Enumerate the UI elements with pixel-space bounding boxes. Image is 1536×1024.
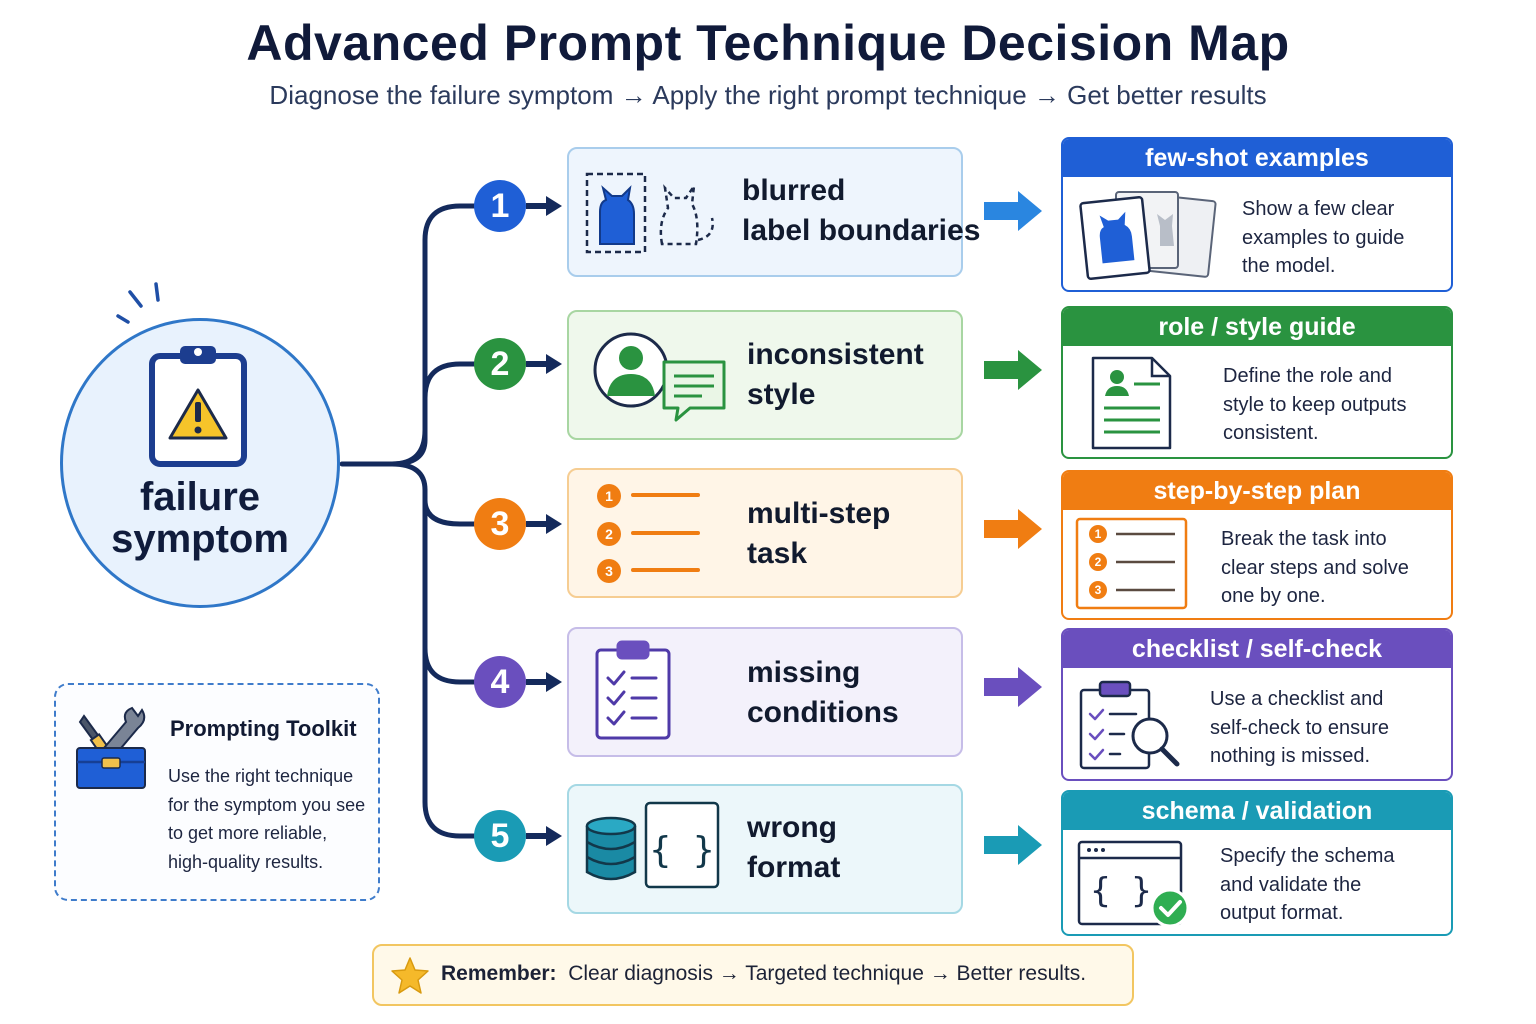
root-line-1: failure (139, 475, 261, 519)
profile-document-icon (1091, 356, 1172, 450)
desc-5-line-2: and validate the (1220, 873, 1362, 896)
svg-text:{ }: { } (649, 830, 714, 871)
toolbox-icon (76, 706, 146, 789)
code-window-check-icon: { } (1077, 840, 1190, 928)
desc-1-line-1: Show a few clear (1242, 198, 1395, 220)
technique-desc-1: Show a few clear examples to guide the m… (1242, 195, 1404, 281)
database-braces-icon: { } (585, 801, 720, 889)
arrow-3 (984, 509, 1042, 549)
desc-4-line-1: Use a checklist and (1210, 688, 1384, 710)
technique-title-3: step-by-step plan (1063, 472, 1451, 510)
technique-desc-2: Define the role and style to keep output… (1223, 362, 1406, 448)
symptom-label-4: missing conditions (747, 653, 899, 733)
badge-2: 2 (474, 338, 526, 390)
desc-5-line-1: Specify the schema (1220, 845, 1395, 867)
example-cards-icon (1079, 191, 1217, 280)
root-line-2: symptom (111, 517, 289, 561)
technique-arrows (984, 191, 1042, 865)
toolkit-line-4: high-quality results. (168, 851, 324, 872)
toolkit-description: Use the right technique for the symptom … (168, 762, 378, 876)
clipboard-warning-icon (149, 346, 247, 467)
symptom-2-line-1: inconsistent (747, 338, 924, 371)
badge-1: 1 (474, 180, 526, 232)
symptom-card-3 (567, 468, 963, 598)
cat-boundary-icon (585, 172, 714, 254)
checklist-icon (595, 640, 671, 740)
user-chat-icon (593, 332, 726, 422)
numbered-plan-icon: 1 2 3 (1075, 517, 1188, 610)
desc-4-line-2: self-check to ensure (1210, 716, 1389, 739)
symptom-label-5: wrong format (747, 808, 840, 888)
technique-desc-4: Use a checklist and self-check to ensure… (1210, 685, 1389, 771)
desc-3-line-3: one by one. (1221, 585, 1326, 607)
svg-text:{ }: { } (1090, 871, 1151, 911)
toolkit-title: Prompting Toolkit (170, 716, 357, 741)
desc-4-line-3: nothing is missed. (1210, 745, 1371, 767)
page-subtitle: Diagnose the failure symptom → Apply the… (269, 80, 1267, 110)
badge-arrows (526, 196, 562, 846)
desc-3-line-1: Break the task into (1221, 528, 1387, 550)
symptom-1-line-1: blurred (742, 174, 846, 207)
symptom-4-line-2: conditions (747, 696, 899, 729)
arrow-2 (984, 350, 1042, 390)
svg-text:1: 1 (605, 488, 613, 504)
symptom-label-3: multi-step task (747, 494, 890, 574)
symptom-3-line-2: task (747, 537, 808, 570)
checklist-search-icon (1079, 680, 1180, 770)
remember-text: Remember: Clear diagnosis → Targeted tec… (441, 962, 1086, 986)
arrow-1 (984, 191, 1042, 231)
symptom-3-line-1: multi-step (747, 497, 891, 530)
badge-4: 4 (474, 656, 526, 708)
svg-text:3: 3 (605, 563, 613, 579)
desc-5-line-3: output format. (1220, 902, 1344, 924)
burst-lines (116, 282, 160, 324)
symptom-2-line-2: style (747, 378, 816, 411)
badge-5: 5 (474, 810, 526, 862)
remember-message: Clear diagnosis → Targeted technique → B… (568, 962, 1087, 985)
svg-text:2: 2 (605, 526, 613, 542)
tree-connectors (339, 203, 477, 839)
page-title: Advanced Prompt Technique Decision Map (246, 15, 1290, 71)
failure-symptom-label: failure symptom (60, 476, 340, 560)
prompting-toolkit-box (54, 683, 380, 901)
arrow-4 (984, 667, 1042, 707)
technique-title-1: few-shot examples (1063, 139, 1451, 177)
symptom-5-line-1: wrong (747, 811, 837, 844)
desc-1-line-2: examples to guide (1242, 226, 1405, 249)
svg-text:2: 2 (1095, 555, 1102, 569)
svg-text:1: 1 (1095, 527, 1102, 541)
svg-text:3: 3 (1095, 583, 1102, 597)
star-icon (391, 957, 429, 994)
desc-2-line-2: style to keep outputs (1223, 393, 1407, 416)
toolkit-line-1: Use the right technique (168, 766, 354, 786)
desc-2-line-3: consistent. (1223, 422, 1319, 444)
arrow-5 (984, 825, 1042, 865)
desc-1-line-3: the model. (1242, 255, 1336, 277)
technique-title-4: checklist / self-check (1063, 630, 1451, 668)
technique-desc-5: Specify the schema and validate the outp… (1220, 842, 1395, 928)
remember-banner (372, 944, 1134, 1006)
symptom-4-line-1: missing (747, 656, 861, 689)
symptom-card-2 (567, 310, 963, 440)
desc-2-line-1: Define the role and (1223, 365, 1393, 387)
technique-desc-3: Break the task into clear steps and solv… (1221, 525, 1409, 611)
symptom-1-line-2: label boundaries (742, 214, 981, 247)
symptom-label-2: inconsistent style (747, 335, 924, 415)
badge-3: 3 (474, 498, 526, 550)
desc-3-line-2: clear steps and solve (1221, 556, 1409, 579)
technique-title-5: schema / validation (1063, 792, 1451, 830)
toolkit-line-2: for the symptom you see (168, 794, 366, 815)
toolkit-line-3: to get more reliable, (168, 823, 328, 843)
remember-label: Remember: (441, 962, 557, 985)
symptom-label-1: blurred label boundaries (742, 171, 980, 251)
numbered-list-icon: 1 2 3 (597, 484, 700, 583)
symptom-5-line-2: format (747, 851, 841, 884)
technique-title-2: role / style guide (1063, 308, 1451, 346)
